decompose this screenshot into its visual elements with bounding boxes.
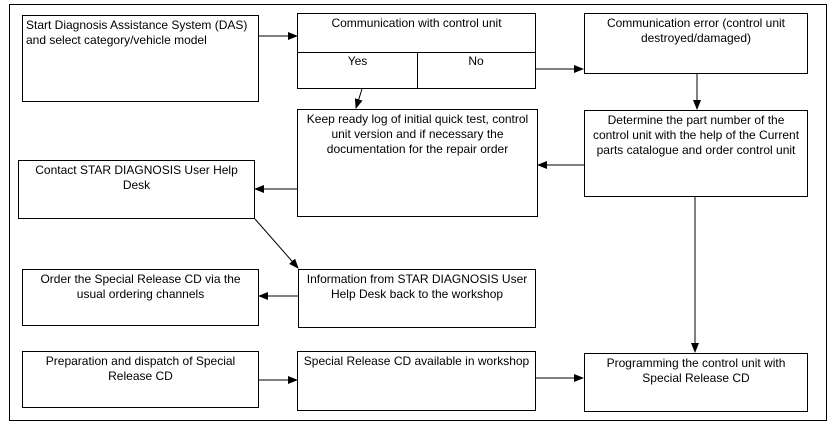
box-order-cd: Order the Special Release CD via the usu… [22,269,259,326]
box-contact-help-desk: Contact STAR DIAGNOSIS User Help Desk [18,160,255,219]
box-determine-part: Determine the part number of the control… [584,110,808,197]
box-communication: Communication with control unit Yes No [297,13,536,89]
box-comm-error: Communication error (control unit destro… [584,13,808,74]
yes-branch: Yes [298,52,418,88]
box-prep-dispatch: Preparation and dispatch of Special Rele… [22,351,259,408]
box-programming: Programming the control unit with Specia… [584,353,808,412]
box-cd-available: Special Release CD available in workshop [297,351,536,411]
box-start-das: Start Diagnosis Assistance System (DAS) … [22,15,259,102]
diagram-frame [9,4,827,421]
box-info-back: Information from STAR DIAGNOSIS User Hel… [298,269,536,328]
no-branch: No [468,54,484,68]
box-keep-log: Keep ready log of initial quick test, co… [297,109,538,217]
arrow-yes-to-keep-log [354,88,363,109]
arrow-contact-to-info [254,218,299,269]
